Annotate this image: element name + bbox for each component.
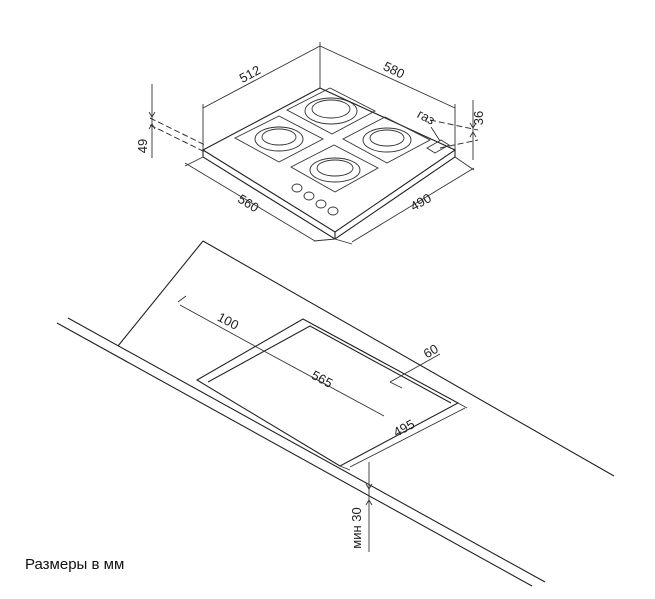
knob-4	[327, 206, 339, 216]
cutout-outline	[195, 318, 460, 467]
knob-1	[291, 183, 303, 193]
label-560: 560	[235, 191, 261, 215]
hob-illustration: 512 580 49 36 газ 560	[135, 42, 486, 245]
dim-495	[339, 402, 468, 471]
worktop-left-edge	[117, 240, 204, 347]
label-gas: газ	[415, 106, 438, 127]
label-min-30: мин 30	[349, 507, 364, 548]
dim-60	[389, 353, 441, 389]
dim-49	[148, 84, 156, 158]
grate-front	[290, 144, 379, 193]
worktop-illustration: 100 60 565 495 мин 30	[56, 240, 615, 587]
dim-560	[184, 156, 336, 242]
dash-back-left-2	[149, 124, 206, 153]
grate-right	[342, 116, 431, 164]
dim-36	[469, 100, 477, 160]
label-512: 512	[237, 62, 263, 85]
dash-right-side	[439, 139, 479, 149]
dim-100	[177, 295, 263, 351]
knob-3	[315, 199, 327, 209]
grate-left	[234, 115, 324, 163]
gas-connector	[426, 139, 450, 154]
label-580: 580	[381, 58, 407, 81]
label-49: 49	[135, 139, 150, 153]
burner-front	[309, 157, 361, 183]
dash-back-left	[149, 117, 206, 146]
gas-leader	[430, 126, 441, 142]
label-100: 100	[215, 309, 241, 332]
burner-back	[304, 97, 358, 125]
knob-2	[303, 191, 315, 201]
cutout-inner-edge	[207, 325, 452, 404]
dim-min-30	[365, 462, 373, 552]
dim-580	[319, 45, 456, 150]
control-knobs	[291, 183, 339, 216]
units-caption: Размеры в мм	[25, 556, 125, 573]
burner-left	[254, 126, 304, 152]
dim-512	[202, 42, 321, 150]
worktop-front-top	[67, 317, 546, 583]
dim-490	[334, 156, 475, 245]
worktop-front-bottom	[56, 322, 533, 587]
dash-back-right	[429, 119, 479, 131]
worktop-back-edge	[202, 240, 615, 477]
grate-back	[286, 87, 376, 135]
dim-565	[261, 349, 385, 417]
label-490: 490	[408, 190, 434, 214]
label-36: 36	[471, 111, 486, 125]
burner-right	[362, 127, 412, 153]
label-60: 60	[421, 341, 441, 361]
